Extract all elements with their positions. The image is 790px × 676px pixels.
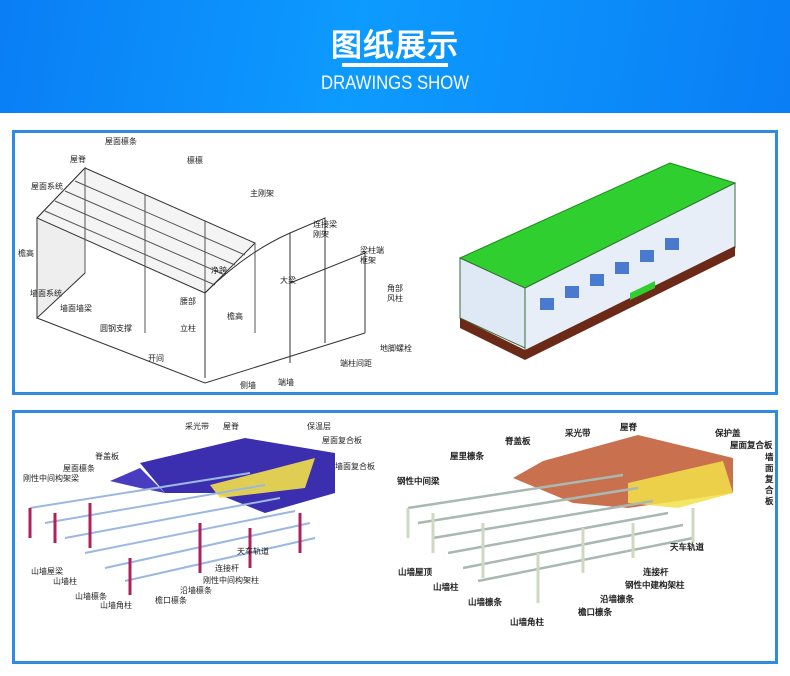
- title-underline: [342, 63, 448, 67]
- label: 侧墙: [240, 381, 256, 390]
- label: 刚性中间构架梁: [23, 474, 79, 483]
- label: 脊盖板: [95, 452, 119, 461]
- label: 天车轨道: [237, 547, 269, 556]
- label: 采光带: [185, 422, 209, 431]
- label: 沿墙檩条: [180, 586, 212, 595]
- label: 屋脊: [223, 422, 239, 431]
- terracotta-roof-structure-drawing: [406, 435, 733, 603]
- label: 刚架: [313, 230, 329, 239]
- label: 山墙屋顶: [398, 568, 433, 578]
- label: 净跨: [211, 266, 227, 275]
- label: 端柱间距: [340, 359, 372, 368]
- label: 脊盖板: [505, 437, 531, 447]
- label: 屋面复合板: [730, 441, 773, 451]
- label: 沿墙檩条: [600, 595, 635, 605]
- label: 檐口檩条: [578, 608, 613, 618]
- label: 采光带: [565, 429, 591, 439]
- label: 风柱: [387, 294, 403, 303]
- label: 主刚架: [250, 189, 274, 198]
- label: 天车轨道: [670, 543, 705, 553]
- label: 屋里檩条: [450, 452, 485, 462]
- label: 山墙柱: [433, 583, 459, 593]
- label: 端墙: [278, 378, 294, 387]
- label: 角部: [387, 284, 403, 293]
- green-roof-building-drawing: [458, 162, 737, 360]
- steel-frame-line-drawing: [36, 166, 366, 384]
- label: 保温层: [307, 422, 331, 431]
- section-title: 图纸展示: [331, 28, 459, 64]
- label: 立柱: [180, 324, 196, 333]
- drawings-panel-bottom: 采光带 屋脊 保温层 屋面复合板 脊盖板 墙面复合板 屋面檩条 刚性中间构架梁 …: [12, 410, 778, 664]
- label: 檐高: [18, 249, 34, 258]
- label: 山墙檩条: [468, 598, 503, 608]
- label: 屋面复合板: [322, 436, 362, 445]
- purple-roof-structure-drawing: [28, 438, 335, 595]
- label: 刚性中间构架柱: [203, 576, 259, 585]
- label: 连接杆: [215, 564, 239, 573]
- drawings-panel-top: 屋面檩条 屋脊 檩檩 屋面系统 主刚架 连接梁 刚架 梁柱端 框架 净跨 大梁 …: [12, 130, 778, 395]
- section-header: 图纸展示 DRAWINGS SHOW: [0, 0, 790, 113]
- label: 山墙柱: [53, 577, 77, 586]
- label: 大梁: [280, 276, 296, 285]
- label: 框架: [360, 256, 376, 265]
- label: 地脚螺栓: [380, 344, 412, 353]
- label: 檩檩: [187, 156, 203, 165]
- label: 屋面系统: [31, 182, 63, 191]
- label: 墙面复合板: [335, 462, 375, 471]
- label: 钢性中建构架柱: [625, 581, 685, 591]
- label: 山墙角柱: [100, 601, 132, 610]
- label: 连接杆: [643, 568, 669, 578]
- label: 屋脊: [70, 155, 86, 164]
- label: 钢性中间梁: [397, 477, 440, 487]
- label: 圆钢支撑: [100, 324, 132, 333]
- label: 檐高: [227, 312, 243, 321]
- section-subtitle: DRAWINGS SHOW: [320, 73, 470, 94]
- label: 墙面系统: [30, 289, 62, 298]
- label: 连接梁: [313, 220, 337, 229]
- label: 屋脊: [620, 423, 638, 433]
- label: 保护盖: [715, 429, 741, 439]
- label: 开间: [148, 354, 164, 363]
- label: 屋面檩条: [105, 137, 137, 146]
- label: 山墙屋梁: [31, 567, 63, 576]
- label: 屋面檩条: [63, 464, 95, 473]
- label: 山墙檩条: [75, 592, 107, 601]
- label: 檐口檩条: [155, 596, 187, 605]
- label: 梁柱端: [360, 246, 384, 255]
- label: 山墙角柱: [510, 618, 545, 628]
- label: 腰部: [180, 297, 196, 306]
- label: 墙面复合板: [765, 453, 774, 507]
- label: 墙面墙梁: [60, 304, 92, 313]
